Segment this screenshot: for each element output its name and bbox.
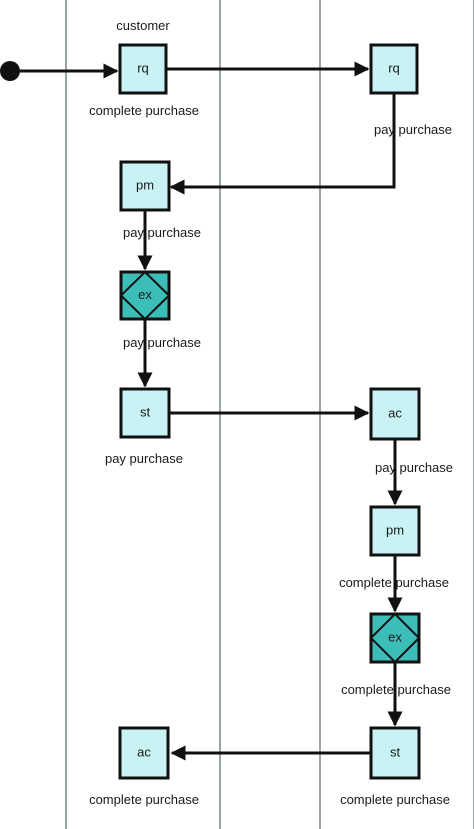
task-node[interactable]: rq complete purchase xyxy=(89,43,199,118)
node-label: complete purchase xyxy=(89,792,199,807)
node-box[interactable] xyxy=(119,387,171,439)
task-node[interactable]: ac pay purchase xyxy=(369,387,453,475)
node-label: complete purchase xyxy=(89,103,199,118)
node-box[interactable] xyxy=(119,160,171,212)
edges xyxy=(20,61,403,761)
task-node[interactable]: st complete purchase xyxy=(340,726,450,807)
task-node[interactable]: rq pay purchase xyxy=(369,43,452,137)
node-label: pay purchase xyxy=(374,122,452,137)
diamond-icon xyxy=(119,270,171,321)
node-box[interactable] xyxy=(118,726,170,780)
task-node[interactable]: ac complete purchase xyxy=(89,726,199,807)
node-code: st xyxy=(390,744,401,759)
start-event[interactable] xyxy=(0,61,20,81)
node-code: ac xyxy=(388,405,402,420)
exclusive-gateway-node[interactable]: ex complete purchase xyxy=(341,612,451,697)
node-code: st xyxy=(140,404,151,419)
task-node[interactable]: pm complete purchase xyxy=(339,505,449,590)
nodes: rq complete purchase rq pay purchase pm pay p… xyxy=(89,43,453,807)
task-node[interactable]: pm pay purchase xyxy=(119,160,201,240)
node-box[interactable] xyxy=(369,387,421,441)
node-box[interactable] xyxy=(369,726,421,780)
node-code: ex xyxy=(388,629,402,644)
node-label: complete purchase xyxy=(341,682,451,697)
node-label: pay purchase xyxy=(123,335,201,350)
node-code: pm xyxy=(386,522,404,537)
task-node[interactable]: st pay purchase xyxy=(105,387,183,466)
node-code: rq xyxy=(137,60,149,75)
node-code: ac xyxy=(137,744,151,759)
edge-rq-to-pm xyxy=(169,94,396,195)
node-code: ex xyxy=(138,287,152,302)
node-label: pay purchase xyxy=(375,460,453,475)
node-label: complete purchase xyxy=(340,792,450,807)
node-label: complete purchase xyxy=(339,575,449,590)
lane-title: customer xyxy=(116,18,170,33)
diamond-icon xyxy=(369,612,421,664)
exclusive-gateway-node[interactable]: ex pay purchase xyxy=(119,270,201,350)
node-label: pay purchase xyxy=(105,451,183,466)
node-code: pm xyxy=(136,177,154,192)
node-box[interactable] xyxy=(369,43,419,95)
node-box[interactable] xyxy=(369,505,421,557)
node-label: pay purchase xyxy=(123,225,201,240)
node-code: rq xyxy=(388,60,400,75)
node-box[interactable] xyxy=(118,43,168,95)
